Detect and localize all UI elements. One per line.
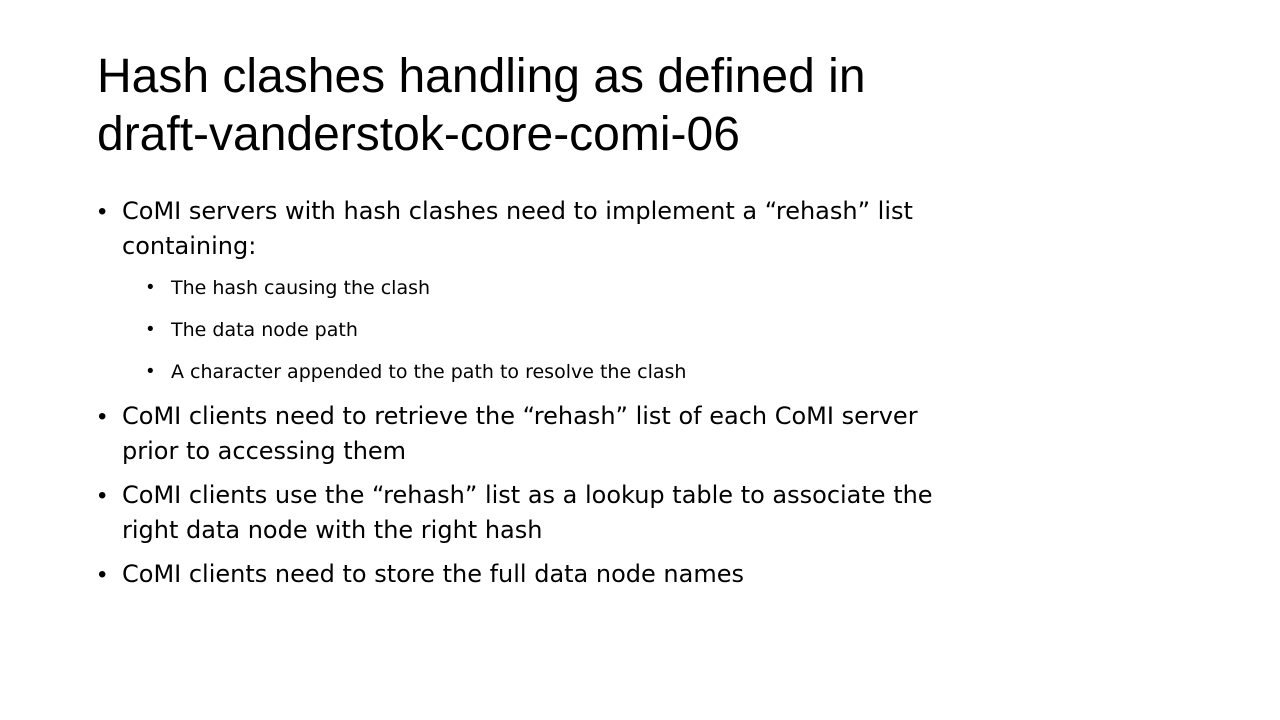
bullet-icon: •	[98, 403, 107, 430]
bullet-item: • CoMI servers with hash clashes need to…	[98, 194, 1198, 264]
bullet-icon: •	[147, 361, 154, 382]
bullet-item: • CoMI clients need to store the full da…	[98, 557, 1198, 592]
bullet-icon: •	[98, 198, 107, 225]
sub-bullet-item: • The hash causing the clash	[98, 273, 1198, 303]
bullet-icon: •	[98, 482, 107, 509]
sub-bullet-text: The data node path	[171, 319, 358, 341]
bullet-item: • CoMI clients use the “rehash” list as …	[98, 478, 1198, 548]
bullet-list: • CoMI servers with hash clashes need to…	[98, 194, 1198, 601]
bullet-icon: •	[147, 319, 154, 340]
sub-bullet-text: A character appended to the path to reso…	[171, 361, 687, 383]
bullet-text: CoMI servers with hash clashes need to i…	[122, 197, 913, 225]
bullet-icon: •	[98, 561, 107, 588]
bullet-item: • CoMI clients need to retrieve the “reh…	[98, 399, 1198, 469]
bullet-text: containing:	[122, 232, 257, 260]
bullet-text: prior to accessing them	[122, 437, 407, 465]
sub-bullet-item: • A character appended to the path to re…	[98, 357, 1198, 387]
slide-title-line: draft-vanderstok-core-comi-06	[97, 108, 740, 161]
sub-bullet-text: The hash causing the clash	[171, 277, 431, 299]
bullet-text: CoMI clients use the “rehash” list as a …	[122, 481, 933, 509]
slide-title-line: Hash clashes handling as defined in	[97, 50, 866, 103]
sub-bullet-list: • The hash causing the clash • The data …	[98, 273, 1198, 387]
bullet-icon: •	[147, 277, 154, 298]
bullet-text: CoMI clients need to retrieve the “rehas…	[122, 402, 918, 430]
slide-title: Hash clashes handling as defined in draf…	[97, 48, 1197, 164]
bullet-text: right data node with the right hash	[122, 516, 543, 544]
sub-bullet-item: • The data node path	[98, 315, 1198, 345]
bullet-text: CoMI clients need to store the full data…	[122, 560, 744, 588]
